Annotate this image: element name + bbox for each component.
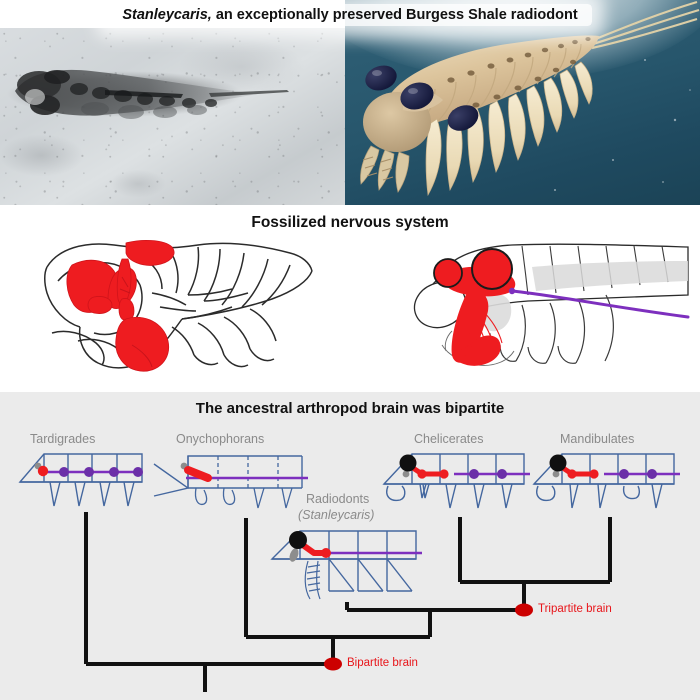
- middle-eye: [400, 82, 434, 110]
- nervous-system-panel: Fossilized nervous system: [0, 205, 700, 390]
- schematic-onychophorans: [153, 455, 308, 509]
- schematic-chelicerates: [382, 453, 530, 509]
- cord-junction: [508, 287, 516, 295]
- nervous-system-heading: Fossilized nervous system: [251, 214, 449, 231]
- phylogeny-heading: The ancestral arthropod brain was bipart…: [195, 400, 505, 417]
- right-eye: [447, 105, 479, 131]
- eye-marker: [289, 548, 299, 562]
- rock-matrix: [0, 28, 345, 205]
- ganglia: [619, 469, 657, 479]
- taxon-label-onychophorans: Onychophorans: [176, 432, 265, 446]
- appendage-nerves: [463, 308, 503, 360]
- ganglia: [469, 469, 507, 479]
- fossil-specimen: [7, 69, 289, 119]
- branch-label-tripartite: Tripartite brain: [538, 603, 612, 615]
- schematic-mandibulates: [532, 453, 680, 509]
- red-brain: [433, 248, 516, 366]
- taxon-sublabel-stanleycaris: (Stanleycaris): [298, 508, 375, 522]
- gut-shading: [532, 261, 688, 291]
- photo-panel: Stanleycaris, an exceptionally preserved…: [0, 0, 700, 205]
- taxon-label-radiodonts: Radiodonts: [306, 492, 370, 506]
- branch-label-bipartite: Bipartite brain: [347, 657, 418, 669]
- node-marker-tripartite: [515, 603, 533, 617]
- phylogeny-panel: The ancestral arthropod brain was bipart…: [0, 392, 700, 700]
- ventral-nerve-cord: [510, 289, 690, 319]
- eye-marker: [402, 470, 410, 478]
- brain-marker: [37, 465, 49, 477]
- lateral-eye-lobe: [433, 258, 463, 288]
- fossil-photograph: [0, 28, 345, 205]
- compound-eye-marker: [289, 531, 307, 549]
- circumoral-nerve: [451, 288, 489, 363]
- fossil-nervous-system-drawing: [44, 239, 313, 372]
- left-eye: [365, 65, 397, 91]
- node-marker-bipartite: [324, 657, 342, 671]
- taxon-label-chelicerates: Chelicerates: [414, 432, 484, 446]
- radiodont-illustration: [360, 0, 700, 197]
- compound-eye-marker: [549, 454, 567, 472]
- water-particles: [554, 59, 691, 191]
- eye-marker: [552, 470, 560, 478]
- ganglia: [59, 467, 143, 477]
- taxon-label-mandibulates: Mandibulates: [560, 432, 635, 446]
- schematic-tardigrades: [18, 453, 143, 507]
- median-eye-lobe: [471, 248, 513, 290]
- artistic-reconstruction: [345, 0, 700, 205]
- title-genus: Stanleycaris,: [122, 7, 212, 23]
- taxon-label-tardigrades: Tardigrades: [30, 432, 96, 446]
- cladogram: [84, 512, 612, 692]
- brain-marker: [184, 466, 212, 482]
- compound-eye-marker: [399, 454, 417, 472]
- rock-grain-texture: [0, 28, 345, 205]
- red-nervous-tissue: [66, 239, 175, 372]
- reconstruction-nervous-system-diagram: [413, 243, 690, 366]
- schematic-radiodonts: [270, 530, 422, 600]
